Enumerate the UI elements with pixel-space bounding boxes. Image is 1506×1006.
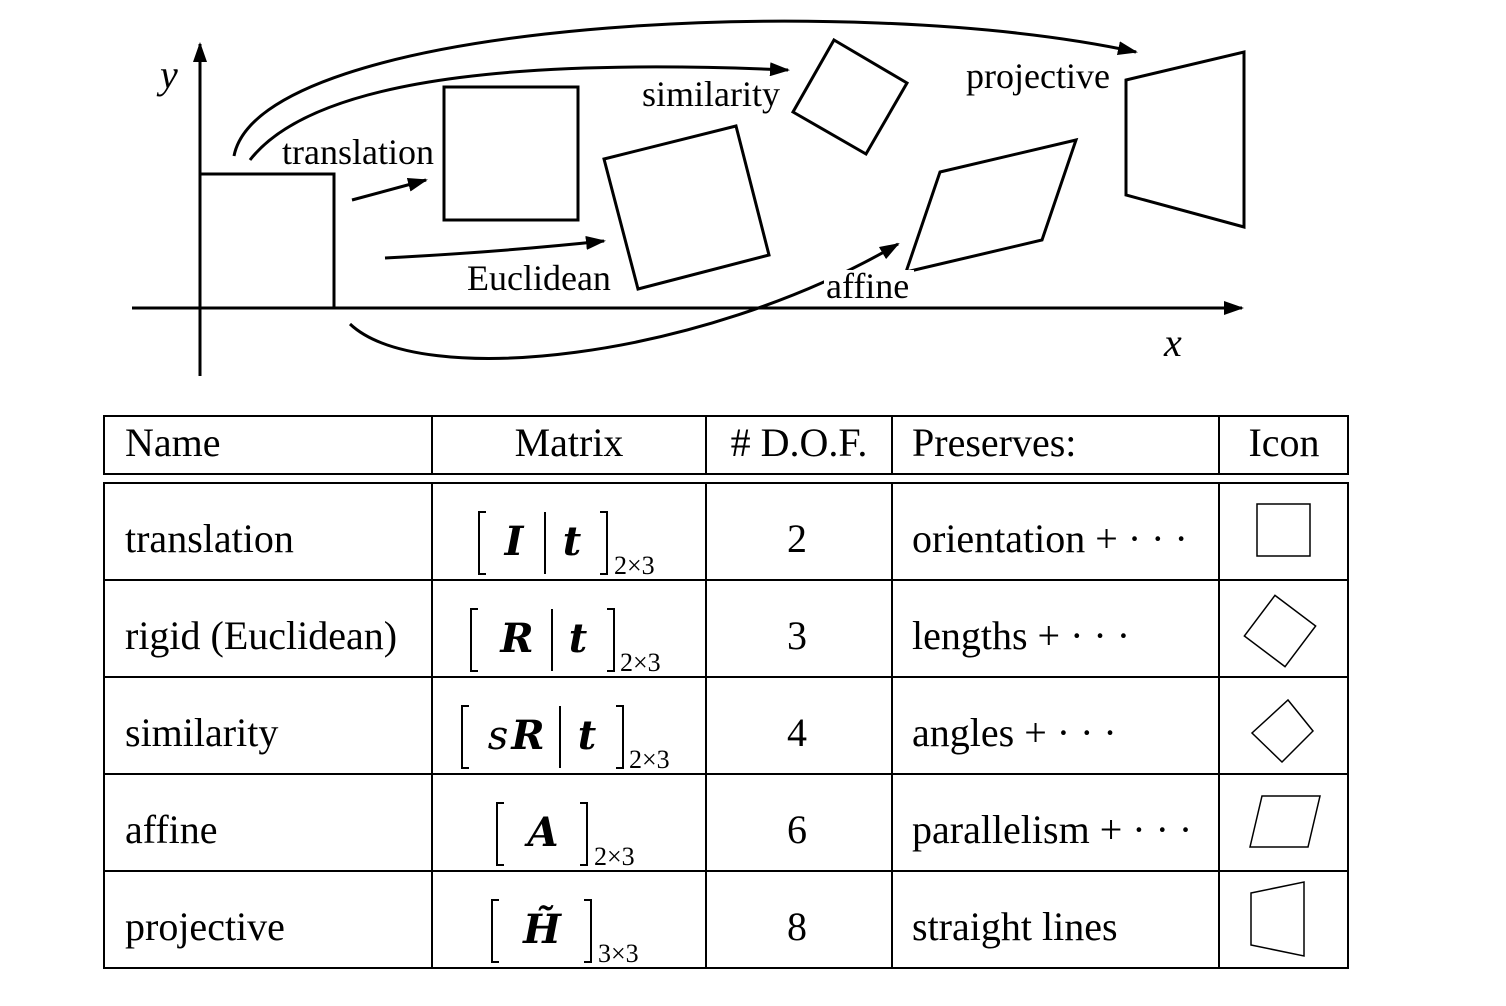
matrix-cell: [496, 802, 588, 866]
table-row: rigid (Euclidean) R t 2×3 3 lengths + · …: [125, 594, 1317, 677]
label-translation: translation: [282, 132, 434, 172]
row-name: similarity: [125, 710, 278, 755]
matrix-entry: t: [569, 615, 588, 662]
matrix-subscript: 2×3: [594, 842, 635, 871]
row-dof: 4: [787, 710, 807, 755]
row-preserves: straight lines: [912, 904, 1118, 949]
label-affine: affine: [826, 266, 909, 306]
matrix-entry: t: [563, 518, 582, 565]
table-row: projective H̃ 3×3 8 straight lines: [125, 881, 1305, 968]
affine-arrow: [348, 242, 900, 360]
row-dof: 8: [787, 904, 807, 949]
row-preserves: angles + · · ·: [912, 710, 1117, 755]
label-similarity: similarity: [642, 74, 780, 114]
projective-arrow: [232, 19, 1138, 157]
label-euclidean: Euclidean: [467, 258, 611, 298]
row-preserves: orientation + · · ·: [912, 516, 1188, 561]
row-preserves: lengths + · · ·: [912, 613, 1130, 658]
matrix-cell: [491, 899, 592, 963]
small-rotated-square-icon: [1250, 698, 1315, 764]
matrix-subscript: 2×3: [614, 551, 655, 580]
header-icon: Icon: [1248, 420, 1319, 465]
matrix-cell: [470, 608, 615, 672]
translated-square: [442, 85, 580, 222]
table-row: affine A 2×3 6 parallelism + · · ·: [125, 795, 1321, 871]
header-matrix: Matrix: [515, 420, 624, 465]
matrix-entry: A: [523, 809, 558, 856]
matrix-entry: H̃: [522, 906, 562, 953]
square-icon: [1256, 503, 1311, 557]
y-axis-label: y: [156, 52, 178, 97]
matrix-subscript: 2×3: [629, 745, 670, 774]
x-axis-label: x: [1163, 320, 1182, 365]
header-dof: # D.O.F.: [731, 420, 868, 465]
affine-parallelogram: [903, 137, 1079, 275]
original-square: [200, 172, 336, 308]
similarity-square: [790, 37, 910, 157]
row-name: affine: [125, 807, 218, 852]
matrix-subscript: 2×3: [620, 648, 661, 677]
row-preserves: parallelism + · · ·: [912, 807, 1192, 852]
table-row: translation I t 2×3 2 orientation + · · …: [125, 503, 1311, 580]
translation-arrow: [351, 177, 428, 202]
trapezoid-icon: [1250, 881, 1305, 957]
similarity-arrow: [248, 62, 790, 161]
table-header: Name Matrix # D.O.F. Preserves: Icon: [125, 420, 1320, 465]
matrix-entry: t: [578, 712, 597, 759]
matrix-subscript: 3×3: [598, 939, 639, 968]
header-name: Name: [125, 420, 221, 465]
rotated-square-icon: [1243, 594, 1317, 668]
matrix-cell: [461, 705, 624, 769]
row-name: translation: [125, 516, 294, 561]
projective-trapezoid: [1124, 50, 1246, 229]
label-projective: projective: [966, 56, 1110, 96]
matrix-entry: R: [510, 712, 544, 759]
matrix-cell: [478, 511, 608, 575]
transformations-diagram: y x translation similarity projective Eu…: [132, 19, 1246, 376]
matrix-entry: R: [499, 615, 533, 662]
row-dof: 6: [787, 807, 807, 852]
parallelogram-icon: [1249, 795, 1321, 848]
euclidean-arrow: [384, 235, 606, 260]
row-dof: 2: [787, 516, 807, 561]
row-name: rigid (Euclidean): [125, 613, 397, 658]
header-preserves: Preserves:: [912, 420, 1076, 465]
euclidean-square: [602, 124, 771, 291]
matrix-scale: s: [488, 713, 509, 759]
table-row: similarity s R t 2×3 4 angles + · · ·: [125, 698, 1315, 774]
matrix-entry: I: [504, 518, 525, 565]
row-name: projective: [125, 904, 285, 949]
row-dof: 3: [787, 613, 807, 658]
